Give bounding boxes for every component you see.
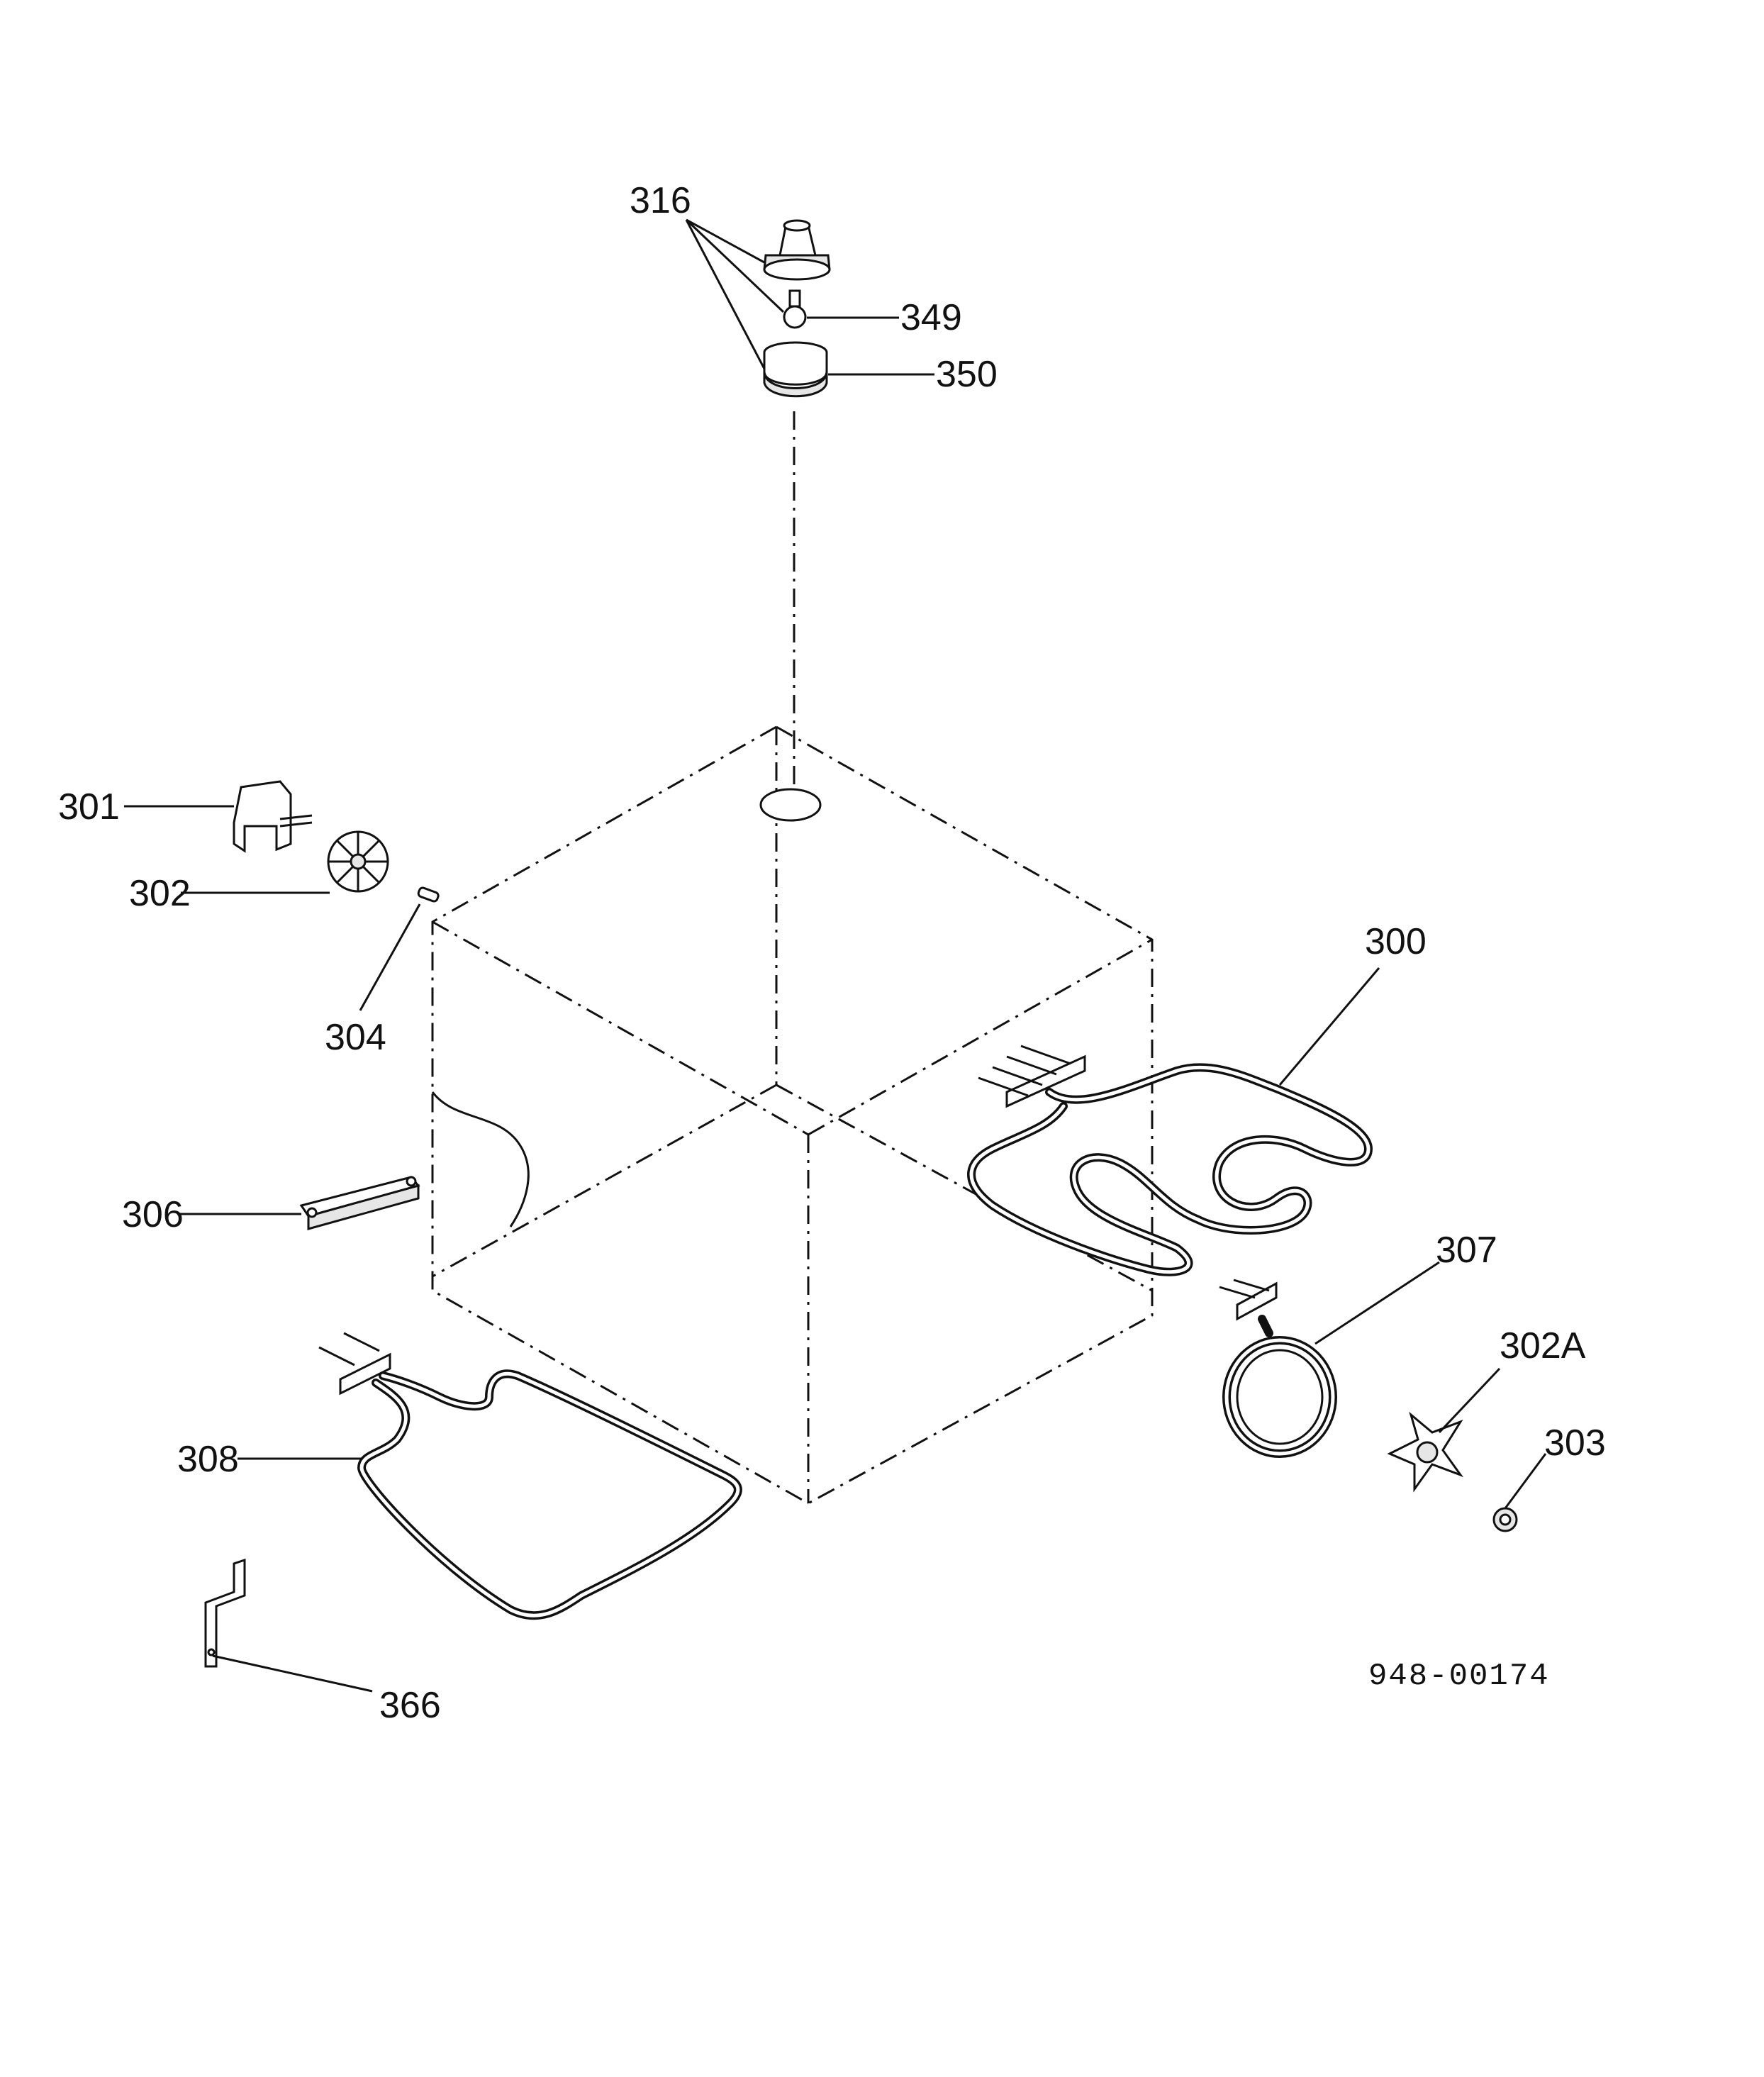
oven-cavity-box xyxy=(431,411,1154,1505)
label-301: 301 xyxy=(58,786,120,828)
part-labels: 316 349 350 301 302 304 300 306 307 302A… xyxy=(58,180,1606,1726)
cavity-top-opening xyxy=(759,788,822,822)
label-349: 349 xyxy=(900,297,962,338)
label-304: 304 xyxy=(325,1017,386,1058)
grill-heating-element-part-300 xyxy=(967,1045,1373,1276)
pin-part-304 xyxy=(417,886,440,903)
label-307: 307 xyxy=(1436,1230,1497,1271)
fan-blade-part-302 xyxy=(327,830,389,893)
knob-part-316 xyxy=(763,219,831,281)
fan-motor-bracket-part-301 xyxy=(233,780,313,853)
circular-heating-element-part-307 xyxy=(1219,1279,1337,1458)
leader-lines xyxy=(124,218,1547,1693)
fan-blade-part-302a xyxy=(1387,1411,1464,1493)
label-303: 303 xyxy=(1544,1422,1606,1464)
terminal-block-part-306 xyxy=(299,1176,420,1230)
nut-part-303 xyxy=(1492,1507,1518,1532)
drawing-code: 948-00174 xyxy=(1368,1659,1550,1694)
label-302a: 302A xyxy=(1500,1325,1586,1366)
label-302: 302 xyxy=(129,873,191,914)
label-306: 306 xyxy=(122,1194,184,1235)
label-316: 316 xyxy=(630,180,691,221)
label-308: 308 xyxy=(177,1439,239,1480)
spring-part-349 xyxy=(783,289,807,329)
ring-part-350 xyxy=(763,341,828,398)
label-350: 350 xyxy=(936,354,998,395)
label-366: 366 xyxy=(379,1685,441,1726)
label-300: 300 xyxy=(1365,921,1427,962)
lower-heating-element-part-308 xyxy=(318,1332,742,1620)
bracket-part-366 xyxy=(204,1558,246,1668)
